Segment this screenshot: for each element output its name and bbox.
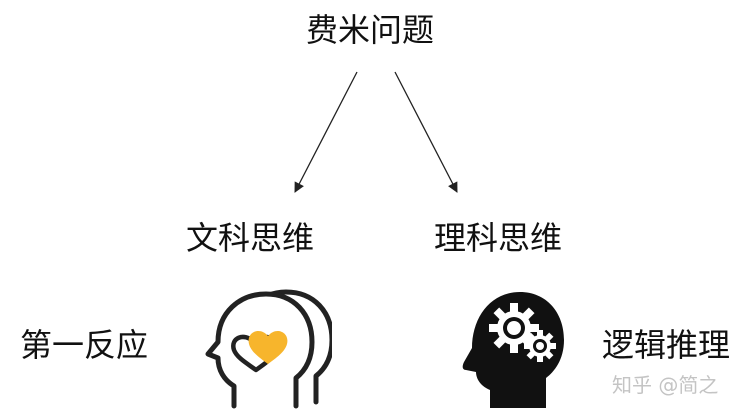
right-branch-caption: 逻辑推理 <box>602 326 731 364</box>
left-branch-caption: 第一反应 <box>20 326 149 364</box>
left-branch-title: 文科思维 <box>186 219 315 257</box>
heart-accent <box>248 330 288 364</box>
root-node-label: 费米问题 <box>306 11 435 49</box>
watermark: 知乎 @简之 <box>612 373 719 397</box>
arrow-to-right-branch <box>394 71 458 193</box>
small-gear <box>524 330 556 362</box>
right-branch-title: 理科思维 <box>434 219 563 257</box>
large-gear <box>489 303 539 353</box>
head-with-heart-icon <box>205 289 332 409</box>
head-with-gears-icon <box>462 292 564 408</box>
arrow-to-left-branch <box>294 71 358 193</box>
